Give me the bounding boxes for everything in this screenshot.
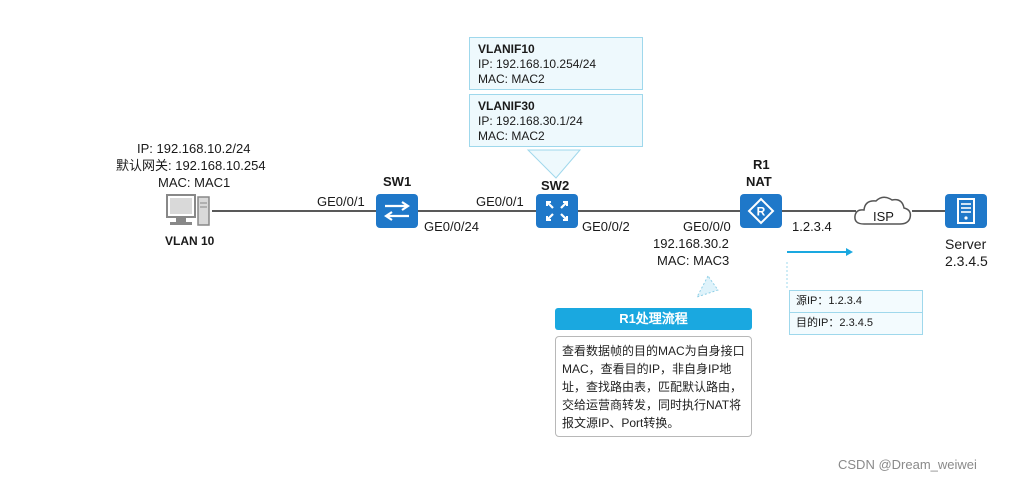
sw2-port-left: GE0/0/1 <box>476 194 524 209</box>
r1-port: GE0/0/0 <box>683 219 731 234</box>
sw2-l3switch-icon <box>536 194 578 228</box>
r1-mac: MAC: MAC3 <box>657 253 730 268</box>
vlanif10-box: VLANIF10 IP: 192.168.10.254/24 MAC: MAC2 <box>469 37 643 90</box>
svg-text:R: R <box>757 205 766 219</box>
r1-role: NAT <box>746 174 772 189</box>
vlanif10-title: VLANIF10 <box>478 42 535 56</box>
sw1-switch-icon <box>376 194 418 228</box>
r1-ip: 192.168.30.2 <box>653 236 729 251</box>
vlanif30-ip: IP: 192.168.30.1/24 <box>478 114 583 128</box>
isp-label: ISP <box>873 209 894 224</box>
pc-icon <box>166 194 210 226</box>
sw1-name: SW1 <box>383 174 412 189</box>
vlanif30-box: VLANIF30 IP: 192.168.30.1/24 MAC: MAC2 <box>469 94 643 147</box>
sw1-port-left: GE0/0/1 <box>317 194 365 209</box>
vlanif30-mac: MAC: MAC2 <box>478 129 545 143</box>
flow-title: R1处理流程 <box>555 308 752 330</box>
pc-vlan: VLAN 10 <box>165 234 215 248</box>
pc-ip: IP: 192.168.10.2/24 <box>137 141 251 156</box>
vlanif10-mac: MAC: MAC2 <box>478 72 545 86</box>
server-icon <box>945 194 987 228</box>
sw2-name: SW2 <box>541 178 570 193</box>
vlanif30-title: VLANIF30 <box>478 99 535 113</box>
flow-description: 查看数据帧的目的MAC为自身接口MAC，查看目的IP，非自身IP地址，查找路由表… <box>555 336 752 437</box>
r1-router-icon: R <box>740 194 782 228</box>
r1-name: R1 <box>753 157 770 172</box>
flow-callout-arrow <box>695 275 719 298</box>
packet-src-ip: 源IP：1.2.3.4 <box>796 295 863 307</box>
sw2-port-right: GE0/0/2 <box>582 219 630 234</box>
pc-gateway: 默认网关: 192.168.10.254 <box>116 158 266 173</box>
sw1-port-right: GE0/0/24 <box>424 219 479 234</box>
vlanif-callout-pointer <box>526 149 582 179</box>
server-name: Server <box>945 236 987 252</box>
vlanif10-ip: IP: 192.168.10.254/24 <box>478 57 597 71</box>
server-ip: 2.3.4.5 <box>945 253 988 269</box>
packet-dst-ip: 目的IP：2.3.4.5 <box>790 312 922 334</box>
isp-cloud-icon <box>854 196 912 225</box>
r1-public-ip: 1.2.3.4 <box>792 219 832 234</box>
pc-mac: MAC: MAC1 <box>158 175 231 190</box>
packet-header-table: 源IP：1.2.3.4 目的IP：2.3.4.5 <box>789 290 923 335</box>
watermark: CSDN @Dream_weiwei <box>838 457 977 472</box>
